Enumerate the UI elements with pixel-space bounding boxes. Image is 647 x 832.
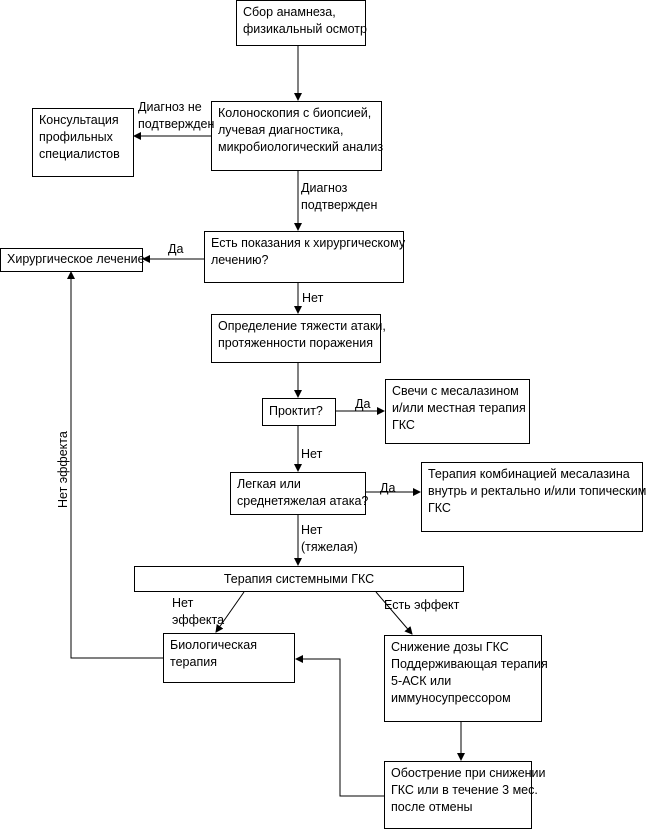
arrow-biologic-to-surgery xyxy=(67,271,163,659)
node-systemic: Терапия системными ГКС xyxy=(134,566,464,592)
node-surgery-indication: Есть показания к хирургическому лечению? xyxy=(204,231,405,283)
node-biologic: Биологическая терапия xyxy=(163,633,295,683)
label-diagnosis-confirmed: Диагноз подтвержден xyxy=(301,181,378,212)
node-surgery: Хирургическое лечение xyxy=(0,248,145,272)
node-colonoscopy: Колоноскопия с биопсией, лучевая диагнос… xyxy=(211,101,383,171)
node-proctitis: Проктит? xyxy=(262,398,336,426)
label-no-effect: Нет эффекта xyxy=(172,596,225,627)
arrow-to-taper xyxy=(375,591,413,635)
label-no-proctitis: Нет xyxy=(301,447,323,461)
arrow-exacerbation-to-biologic xyxy=(295,655,384,797)
node-anamnesis: Сбор анамнеза, физикальный осмотр xyxy=(236,0,367,46)
label-no-surgery: Нет xyxy=(302,291,324,305)
node-combination: Терапия комбинацией месалазина внутрь и … xyxy=(421,462,647,532)
label-yes-surgery: Да xyxy=(168,242,184,256)
node-severity: Определение тяжести атаки, протяженности… xyxy=(211,314,386,363)
label-yes-mild: Да xyxy=(380,481,396,495)
node-consultation: Консультация профильных специалистов xyxy=(32,108,134,177)
node-mild-moderate: Легкая или среднетяжелая атака? xyxy=(230,472,368,515)
label-diagnosis-not-confirmed: Диагноз не подтвержден xyxy=(138,100,215,131)
node-exacerbation: Обострение при снижении ГКС или в течени… xyxy=(384,761,546,829)
label-no-effect-vertical: Нет эффекта xyxy=(56,431,70,508)
node-taper: Снижение дозы ГКС Поддерживающая терапия… xyxy=(384,635,548,722)
label-has-effect: Есть эффект xyxy=(384,598,460,612)
arrow-to-biologic xyxy=(215,591,245,633)
label-no-severe: Нет (тяжелая) xyxy=(301,523,358,554)
label-yes-proctitis: Да xyxy=(355,397,371,411)
node-suppositories: Свечи с месалазином и/или местная терапи… xyxy=(385,379,530,444)
